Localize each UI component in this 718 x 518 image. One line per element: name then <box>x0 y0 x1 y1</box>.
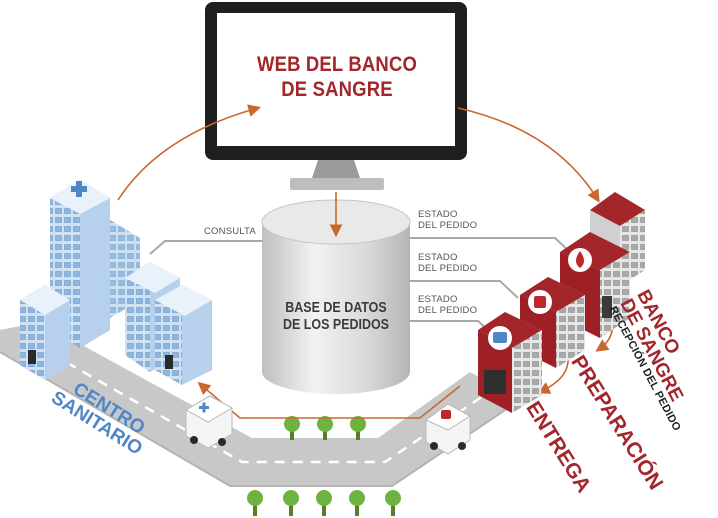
ambulance-right <box>425 403 471 455</box>
monitor <box>205 2 467 190</box>
medical-cross-icon <box>71 181 87 197</box>
database-label-line1: BASE DE DATOS <box>285 300 387 316</box>
estado-label-1: ESTADO DEL PEDIDO <box>418 209 477 231</box>
blood-bag-icon <box>534 296 546 308</box>
arrow-center-to-web <box>117 104 262 201</box>
estado-label-3-line1: ESTADO <box>418 294 458 305</box>
estado-label-1-line1: ESTADO <box>418 209 458 220</box>
estado-label-2-line2: DEL PEDIDO <box>418 263 478 274</box>
estado-label-3: ESTADO DEL PEDIDO <box>418 294 477 316</box>
estado-label-2: ESTADO DEL PEDIDO <box>418 252 477 274</box>
blood-drop-icon <box>576 251 584 268</box>
estado-label-2-line1: ESTADO <box>418 252 458 263</box>
blood-bank-buildings <box>478 192 645 413</box>
estado-label-3-line2: DEL PEDIDO <box>418 305 478 316</box>
database-label-line2: DE LOS PEDIDOS <box>282 317 390 333</box>
trees <box>247 416 401 516</box>
arrow-web-to-bank <box>457 107 600 203</box>
estado-label-1-line2: DEL PEDIDO <box>418 220 478 231</box>
monitor-title-line1: WEB DEL BANCO <box>256 53 418 76</box>
health-center-buildings <box>20 180 212 385</box>
delivery-package-icon <box>493 332 507 343</box>
monitor-title: WEB DEL BANCO DE SANGRE <box>247 52 427 102</box>
database-cylinder <box>261 199 411 394</box>
database-label: BASE DE DATOS DE LOS PEDIDOS <box>269 300 403 334</box>
consulta-label: CONSULTA <box>204 226 256 237</box>
ambulance-left <box>184 395 234 449</box>
monitor-title-line2: DE SANGRE <box>281 78 393 101</box>
